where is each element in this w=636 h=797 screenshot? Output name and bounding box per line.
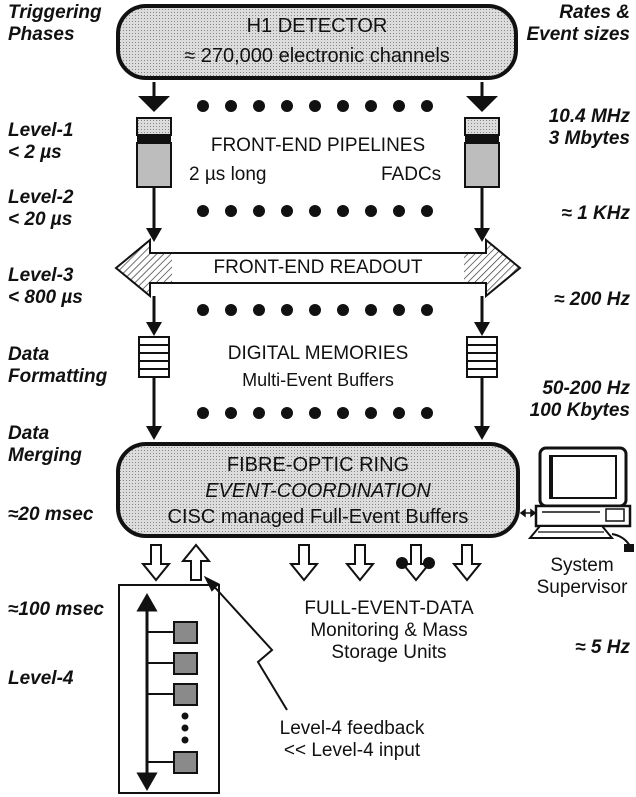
left-top-arrow: [138, 96, 170, 112]
level4-processors: [147, 621, 198, 774]
level4-farm-box: [118, 584, 220, 794]
label-rate-5: ≈ 5 Hz: [575, 637, 630, 658]
label-rate-3: ≈ 200 Hz: [554, 289, 630, 310]
detector-title: H1 DETECTOR: [246, 15, 388, 37]
detector-box: [116, 4, 518, 80]
feedback-label: Level-4 feedback<< Level-4 input: [279, 718, 425, 761]
right-pipeline: [464, 117, 500, 188]
label-level2: Level-2< 20 µs: [8, 187, 74, 230]
output-arrows: [140, 544, 483, 582]
dot-pair: [396, 557, 435, 569]
label-100msec: ≈100 msec: [8, 599, 105, 620]
dot-row-2: [197, 205, 433, 217]
feedback-arrow-up: [180, 543, 212, 581]
label-rates: Rates &Event sizes: [526, 2, 631, 45]
ring-box: [116, 442, 520, 538]
ring-line1: FIBRE-OPTIC RING: [226, 454, 410, 476]
dot-row-1: [197, 100, 433, 112]
dot-row-3: [197, 304, 433, 316]
label-rate-2: ≈ 1 KHz: [561, 203, 631, 224]
label-level3: Level-3< 800 µs: [8, 265, 83, 308]
computer-icon: [527, 446, 634, 552]
feedback-line: [203, 575, 288, 711]
readout-label: FRONT-END READOUT: [213, 257, 423, 278]
label-20msec: ≈20 msec: [8, 504, 94, 525]
ring-line3: CISC managed Full-Event Buffers: [167, 506, 469, 528]
level4-bus: [136, 592, 158, 792]
ring-line2: EVENT-COORDINATION: [205, 480, 431, 502]
pipelines-length: 2 µs long: [189, 164, 267, 185]
pipelines-fadcs: FADCs: [381, 164, 442, 185]
label-level1: Level-1< 2 µs: [8, 120, 74, 163]
detector-subtitle: ≈ 270,000 electronic channels: [184, 45, 450, 67]
label-level4: Level-4: [8, 668, 74, 689]
memories-subtitle: Multi-Event Buffers: [242, 370, 394, 390]
pipelines-title: FRONT-END PIPELINES: [210, 135, 426, 156]
right-memory-buffer: [466, 336, 498, 378]
right-top-arrow: [466, 96, 498, 112]
memories-title: DIGITAL MEMORIES: [227, 343, 409, 364]
left-memory-buffer: [138, 336, 170, 378]
dot-row-4: [197, 407, 433, 419]
left-pipeline: [136, 117, 172, 188]
supervisor-link: [519, 508, 537, 518]
